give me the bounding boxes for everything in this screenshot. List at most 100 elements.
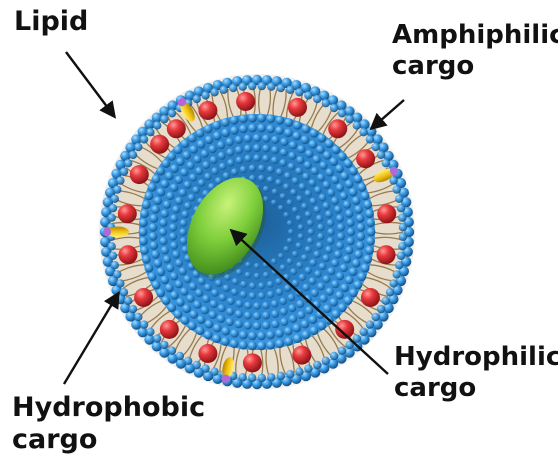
- lipid-head-inner: [239, 341, 248, 350]
- lipid-head-inner: [239, 331, 248, 340]
- lipid-head-outer: [153, 121, 161, 129]
- lipid-head-outer: [168, 109, 176, 117]
- label-hydrophobic-line2: cargo: [12, 424, 205, 456]
- lipid-head-outer: [359, 128, 367, 136]
- lipid-head-outer: [286, 370, 294, 378]
- lipid-head-inner: [347, 228, 355, 236]
- lipid-head-inner: [326, 168, 334, 176]
- lipid-head-inner: [244, 321, 252, 329]
- lipid-head-inner: [167, 303, 176, 312]
- lipid-head-inner: [139, 218, 148, 227]
- lipid-head-inner: [166, 192, 174, 200]
- lipid-head-outer: [184, 357, 192, 365]
- lipid-head-inner: [235, 310, 243, 318]
- lipid-head-inner: [232, 278, 239, 285]
- lipid-head-outer: [267, 373, 275, 381]
- lipid-head-inner: [304, 161, 312, 169]
- lipid-head-outer: [353, 121, 361, 129]
- lipid-head-inner: [357, 232, 366, 241]
- lipid-head-inner: [148, 272, 157, 281]
- lipid-head-inner: [202, 161, 210, 169]
- lipid-head-inner: [170, 164, 179, 173]
- lipid-head-inner: [239, 114, 248, 123]
- lipid-head-inner: [284, 327, 293, 336]
- lipid-head-inner: [293, 132, 302, 141]
- lipid-head-inner: [319, 194, 327, 202]
- lipid-head-outer: [398, 214, 406, 222]
- lipid-head-outer: [382, 297, 390, 305]
- hydrophobic-cargo-sphere: [167, 119, 186, 138]
- lipid-head-inner: [299, 274, 306, 281]
- lipid-head-inner: [280, 264, 287, 271]
- lipid-head-inner: [331, 280, 339, 288]
- lipid-head-inner: [202, 295, 210, 303]
- lipid-head-inner: [340, 284, 349, 293]
- hydrophobic-cargo-sphere: [134, 288, 153, 307]
- lipid-head-inner: [262, 155, 270, 163]
- lipid-head-inner: [212, 121, 221, 130]
- lipid-head-inner: [298, 233, 305, 240]
- lipid-head-inner: [275, 339, 284, 348]
- lipid-head-inner: [345, 276, 354, 285]
- lipid-head-inner: [305, 211, 312, 218]
- lipid-head-inner: [240, 291, 247, 298]
- lipid-head-inner: [309, 179, 317, 187]
- lipid-head-inner: [267, 176, 274, 183]
- label-lipid: Lipid: [14, 6, 88, 38]
- lipid-head-inner: [249, 282, 256, 289]
- lipid-head-outer: [116, 176, 124, 184]
- lipid-head-outer: [366, 135, 374, 143]
- lipid-head-inner: [336, 184, 344, 192]
- lipid-head-outer: [277, 372, 285, 380]
- lipid-head-outer: [113, 185, 121, 193]
- lipid-head-outer: [160, 115, 168, 123]
- lipid-head-inner: [271, 258, 277, 264]
- lipid-head-inner: [145, 192, 154, 201]
- lipid-head-inner: [292, 251, 299, 258]
- lipid-head-inner: [227, 297, 235, 305]
- lipid-head-outer: [267, 83, 275, 91]
- lipid-head-outer: [124, 297, 132, 305]
- lipid-head-inner: [197, 140, 206, 149]
- lipid-head-inner: [316, 242, 323, 249]
- lipid-head-inner: [235, 320, 243, 328]
- lipid-head-inner: [302, 173, 310, 181]
- lipid-head-inner: [254, 273, 261, 280]
- lipid-head-outer: [168, 347, 176, 355]
- lipid-head-inner: [209, 145, 217, 153]
- lipid-head-inner: [308, 229, 315, 236]
- lipid-head-inner: [159, 237, 167, 245]
- lipid-head-outer: [286, 86, 294, 94]
- lipid-head-inner: [296, 156, 304, 164]
- lipid-head-inner: [258, 282, 265, 289]
- lipid-head-inner: [154, 259, 163, 268]
- hydrophobic-cargo-sphere: [236, 92, 255, 111]
- lipid-head-inner: [326, 288, 334, 296]
- lipid-head-inner: [174, 145, 183, 154]
- lipid-head-inner: [161, 246, 169, 254]
- lipid-head-inner: [198, 277, 206, 285]
- lipid-head-inner: [357, 223, 366, 232]
- lipid-head-inner: [346, 237, 354, 245]
- lipid-head-inner: [172, 251, 180, 259]
- lipid-head-inner: [159, 219, 167, 227]
- lipid-head-inner: [289, 315, 297, 323]
- lipid-head-outer: [108, 214, 116, 222]
- lipid-head-inner: [195, 289, 203, 297]
- lipid-head-inner: [166, 264, 174, 272]
- lipid-head-inner: [323, 151, 332, 160]
- lipid-head-inner: [280, 308, 288, 316]
- lipid-head-inner: [271, 300, 279, 308]
- hydrophobic-cargo-sphere: [119, 245, 138, 264]
- lipid-head-inner: [354, 205, 363, 214]
- lipid-head-inner: [287, 238, 293, 244]
- lipid-head-inner: [332, 310, 341, 319]
- lipid-head-outer: [124, 159, 132, 167]
- lipid-head-outer: [295, 368, 303, 376]
- lipid-head-outer: [313, 95, 321, 103]
- lipid-head-inner: [219, 163, 227, 171]
- lipid-head-inner: [296, 195, 303, 202]
- hydrophobic-cargo-sphere: [356, 149, 375, 168]
- lipid-head-inner: [356, 241, 365, 250]
- lipid-head-inner: [236, 269, 243, 276]
